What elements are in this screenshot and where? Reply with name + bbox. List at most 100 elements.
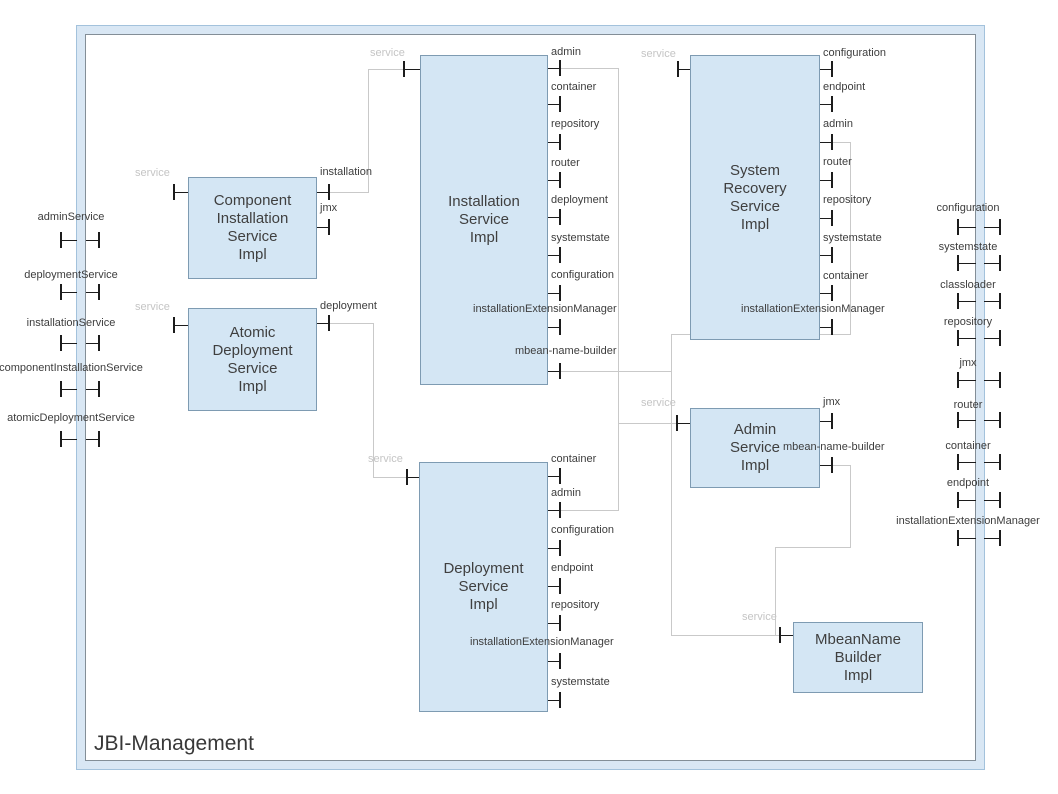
port-installation-service-impl-admin[interactable] <box>548 60 562 76</box>
socket-service-system-recovery-service-impl[interactable] <box>677 61 690 77</box>
port-label-atomic-deployment-service-impl-deployment: deployment <box>320 300 377 312</box>
edge-interface-componentInstallationService[interactable] <box>60 381 100 397</box>
socket-service-installation-service-impl[interactable] <box>403 61 420 77</box>
edge-interface-repository[interactable] <box>957 330 1001 346</box>
port-bar <box>559 502 561 518</box>
port-bar <box>559 319 561 335</box>
port-deployment-service-impl-container[interactable] <box>548 468 562 484</box>
port-line <box>820 327 831 328</box>
port-bar <box>831 210 833 226</box>
connector-wire-2 <box>671 635 781 636</box>
connector-wire-6 <box>373 323 374 478</box>
port-component-installation-service-impl-installation[interactable] <box>317 184 331 200</box>
port-line <box>820 293 831 294</box>
edge-interface-adminService[interactable] <box>60 232 100 248</box>
port-installation-service-impl-container[interactable] <box>548 96 562 112</box>
edge-interface-deploymentService[interactable] <box>60 284 100 300</box>
port-system-recovery-service-impl-configuration[interactable] <box>820 61 834 77</box>
connector-wire-4 <box>850 465 851 548</box>
port-installation-service-impl-repository[interactable] <box>548 134 562 150</box>
port-bar <box>559 692 561 708</box>
edge-interface-label-endpoint: endpoint <box>946 477 990 489</box>
socket-service-component-installation-service-impl[interactable] <box>173 184 188 200</box>
port-atomic-deployment-service-impl-deployment[interactable] <box>317 315 331 331</box>
edge-bar-inner <box>98 232 100 248</box>
port-installation-service-impl-systemstate[interactable] <box>548 247 562 263</box>
socket-service-admin-service-impl[interactable] <box>676 415 690 431</box>
edge-bar-outer <box>957 412 959 428</box>
port-deployment-service-impl-systemstate[interactable] <box>548 692 562 708</box>
edge-line-inner <box>984 462 999 463</box>
socket-service-atomic-deployment-service-impl[interactable] <box>173 317 188 333</box>
edge-line-inner <box>86 292 99 293</box>
port-deployment-service-impl-endpoint[interactable] <box>548 578 562 594</box>
port-label-installation-service-impl-container: container <box>551 81 597 93</box>
edge-interface-classloader[interactable] <box>957 293 1001 309</box>
port-label-deployment-service-impl-repository: repository <box>551 599 600 611</box>
edge-interface-endpoint[interactable] <box>957 492 1001 508</box>
edge-interface-container[interactable] <box>957 454 1001 470</box>
port-system-recovery-service-impl-router[interactable] <box>820 172 834 188</box>
node-atomic-deployment-service-impl[interactable]: Atomic Deployment Service Impl <box>188 308 317 411</box>
port-line <box>820 104 831 105</box>
edge-interface-installationService[interactable] <box>60 335 100 351</box>
port-deployment-service-impl-repository[interactable] <box>548 615 562 631</box>
edge-bar-outer <box>957 219 959 235</box>
node-installation-service-impl[interactable]: Installation Service Impl <box>420 55 548 385</box>
socket-service-mbeanname-builder-impl[interactable] <box>779 627 793 643</box>
socket-service-label-admin-service-impl: service <box>641 397 676 409</box>
port-installation-service-impl-mbean-name-builder[interactable] <box>548 363 562 379</box>
port-system-recovery-service-impl-installationExtensionManager[interactable] <box>820 319 834 335</box>
connector-wire-6 <box>328 323 374 324</box>
connector-wire-1 <box>618 423 676 424</box>
port-system-recovery-service-impl-container[interactable] <box>820 285 834 301</box>
edge-interface-systemstate[interactable] <box>957 255 1001 271</box>
port-label-component-installation-service-impl-jmx: jmx <box>320 202 338 214</box>
port-system-recovery-service-impl-systemstate[interactable] <box>820 247 834 263</box>
port-line <box>548 371 559 372</box>
port-system-recovery-service-impl-endpoint[interactable] <box>820 96 834 112</box>
edge-interface-label-installationExtensionManager: installationExtensionManager <box>896 515 1040 527</box>
port-system-recovery-service-impl-admin[interactable] <box>820 134 834 150</box>
port-line <box>820 465 831 466</box>
port-component-installation-service-impl-jmx[interactable] <box>317 219 331 235</box>
port-system-recovery-service-impl-repository[interactable] <box>820 210 834 226</box>
port-deployment-service-impl-installationExtensionManager[interactable] <box>548 653 562 669</box>
edge-interface-router[interactable] <box>957 412 1001 428</box>
node-system-recovery-service-impl[interactable]: System Recovery Service Impl <box>690 55 820 340</box>
socket-service-deployment-service-impl[interactable] <box>406 469 419 485</box>
edge-bar-inner <box>98 431 100 447</box>
edge-interface-atomicDeploymentService[interactable] <box>60 431 100 447</box>
edge-interface-configuration[interactable] <box>957 219 1001 235</box>
node-label-mbeanname-builder-impl: MbeanName Builder Impl <box>815 630 901 684</box>
port-installation-service-impl-installationExtensionManager[interactable] <box>548 319 562 335</box>
port-installation-service-impl-configuration[interactable] <box>548 285 562 301</box>
port-bar <box>831 457 833 473</box>
port-admin-service-impl-mbean-name-builder[interactable] <box>820 457 834 473</box>
node-deployment-service-impl[interactable]: Deployment Service Impl <box>419 462 548 712</box>
port-bar <box>559 285 561 301</box>
node-label-atomic-deployment-service-impl: Atomic Deployment Service Impl <box>212 323 293 395</box>
port-installation-service-impl-deployment[interactable] <box>548 209 562 225</box>
node-admin-service-impl[interactable]: Admin Service Impl <box>690 408 820 488</box>
node-mbeanname-builder-impl[interactable]: MbeanName Builder Impl <box>793 622 923 693</box>
port-admin-service-impl-jmx[interactable] <box>820 413 834 429</box>
port-label-deployment-service-impl-endpoint: endpoint <box>551 562 594 574</box>
edge-interface-installationExtensionManager[interactable] <box>957 530 1001 546</box>
port-line <box>548 104 559 105</box>
edge-interface-jmx[interactable] <box>957 372 1001 388</box>
port-label-installation-service-impl-installationExtensionManager: installationExtensionManager <box>473 303 617 315</box>
connector-wire-0 <box>559 68 619 69</box>
port-label-installation-service-impl-router: router <box>551 157 580 169</box>
node-component-installation-service-impl[interactable]: Component Installation Service Impl <box>188 177 317 279</box>
port-installation-service-impl-router[interactable] <box>548 172 562 188</box>
edge-bar-outer <box>957 454 959 470</box>
edge-bar-inner <box>999 219 1001 235</box>
port-bar <box>559 247 561 263</box>
port-deployment-service-impl-configuration[interactable] <box>548 540 562 556</box>
port-deployment-service-impl-admin[interactable] <box>548 502 562 518</box>
port-bar <box>831 61 833 77</box>
port-label-installation-service-impl-systemstate: systemstate <box>551 232 610 244</box>
port-line <box>317 227 328 228</box>
edge-interface-label-jmx: jmx <box>959 357 977 369</box>
